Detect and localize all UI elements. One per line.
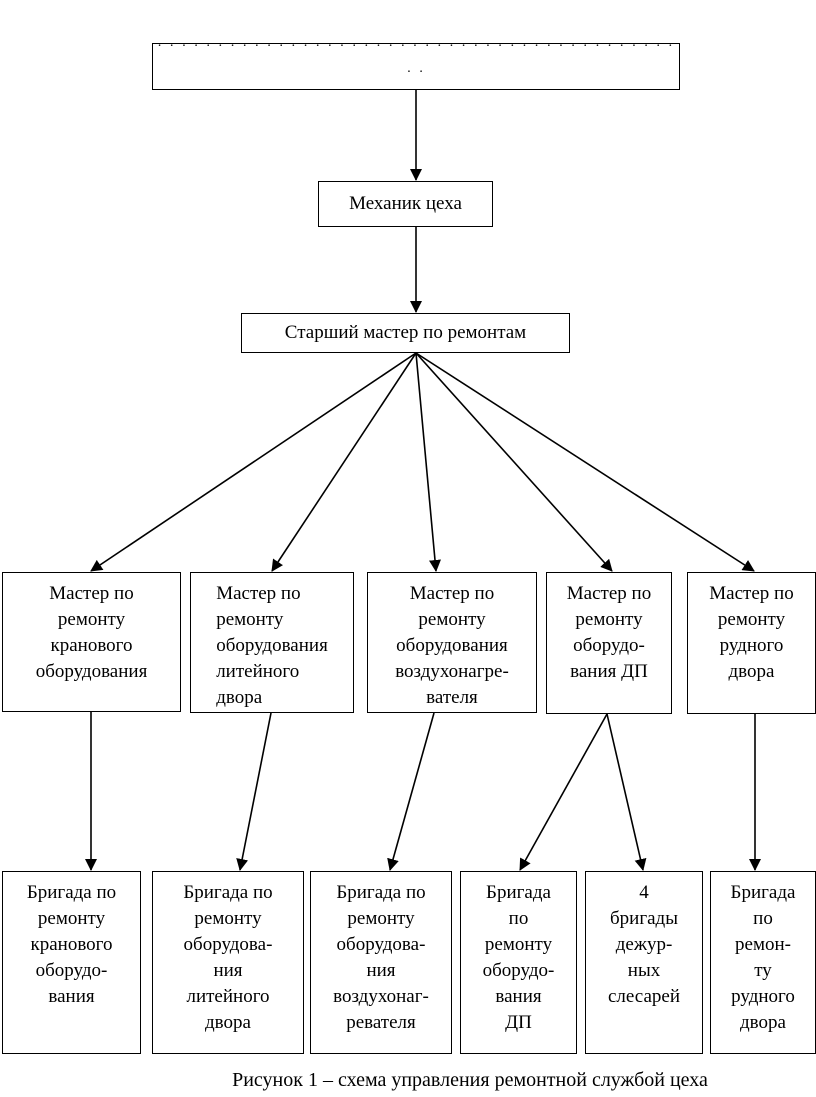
brigade-foundry-box: Бригада по ремонту оборудова- ния литейн… <box>152 871 304 1054</box>
brigade-blast-furnace-label: Бригада по ремонту оборудо- вания ДП <box>482 882 555 1033</box>
arrow-senior-to-master-4 <box>415 352 613 572</box>
brigade-ore-yard-box: Бригада по ремон- ту рудного двора <box>710 871 816 1054</box>
arrow-senior-to-master-2 <box>271 352 417 572</box>
arrow-master-4-to-brigade-4 <box>519 713 608 871</box>
senior-master-label: Старший мастер по ремонтам <box>284 322 527 343</box>
figure-caption: Рисунок 1 – схема управления ремонтной с… <box>232 1069 708 1091</box>
brigade-air-heater-label: Бригада по ремонту оборудова- ния воздух… <box>333 882 429 1033</box>
brigade-crane-label: Бригада по ремонту кранового оборудо- ва… <box>26 882 117 1007</box>
arrow-master-4-to-brigade-5 <box>606 713 647 871</box>
mechanic-box: Механик цеха <box>318 181 493 227</box>
master-ore-yard-box: Мастер по ремонту рудного двора <box>687 572 816 714</box>
arrow-senior-to-master-1 <box>90 352 417 572</box>
arrow-senior-to-master-3 <box>415 352 441 572</box>
master-crane-box: Мастер по ремонту кранового оборудования <box>2 572 181 712</box>
duty-fitters-box: 4 бригады дежур- ных слесарей <box>585 871 703 1054</box>
mechanic-label: Механик цеха <box>349 193 462 214</box>
duty-fitters-label: 4 бригады дежур- ных слесарей <box>607 882 681 1007</box>
arrow-master-2-to-brigade-2 <box>236 712 272 871</box>
brigade-blast-furnace-box: Бригада по ремонту оборудо- вания ДП <box>460 871 577 1054</box>
master-blast-furnace-box: Мастер по ремонту оборудо- вания ДП <box>546 572 672 714</box>
master-foundry-box: Мастер по ремонту оборудования литейного… <box>190 572 354 713</box>
brigade-ore-yard-label: Бригада по ремон- ту рудного двора <box>730 882 796 1033</box>
master-air-heater-label: Мастер по ремонту оборудования воздухона… <box>395 583 509 708</box>
arrow-senior-to-master-5 <box>415 352 755 572</box>
senior-master-box: Старший мастер по ремонтам <box>241 313 570 353</box>
master-air-heater-box: Мастер по ремонту оборудования воздухона… <box>367 572 537 713</box>
top-placeholder-text: · · · · · · · · · · · · · · · · · · · · … <box>157 38 675 80</box>
brigade-air-heater-box: Бригада по ремонту оборудова- ния воздух… <box>310 871 452 1054</box>
master-blast-furnace-label: Мастер по ремонту оборудо- вания ДП <box>566 583 652 682</box>
top-placeholder-box: · · · · · · · · · · · · · · · · · · · · … <box>152 39 680 90</box>
master-crane-label: Мастер по ремонту кранового оборудования <box>35 583 148 682</box>
arrow-master-3-to-brigade-3 <box>387 712 435 871</box>
master-foundry-label: Мастер по ремонту оборудования литейного… <box>216 583 328 708</box>
master-ore-yard-label: Мастер по ремонту рудного двора <box>709 583 794 682</box>
brigade-foundry-label: Бригада по ремонту оборудова- ния литейн… <box>183 882 273 1033</box>
brigade-crane-box: Бригада по ремонту кранового оборудо- ва… <box>2 871 141 1054</box>
